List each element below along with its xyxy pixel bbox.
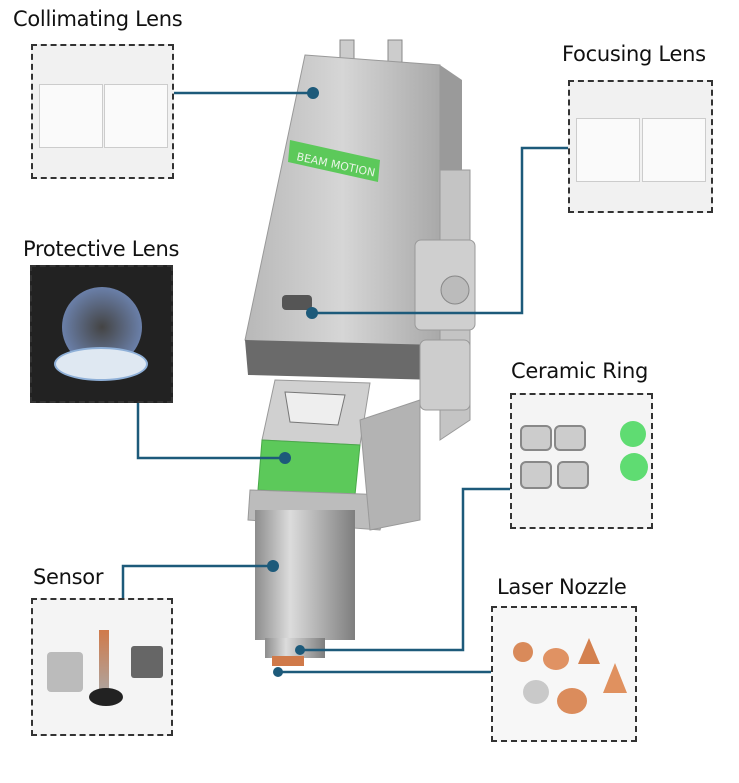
focusing-lens-label: Focusing Lens bbox=[562, 42, 706, 66]
connector-lines bbox=[121, 91, 568, 674]
ceramic-ring-image bbox=[510, 393, 653, 529]
brand-strip bbox=[288, 140, 380, 182]
collimating-lens-label: Collimating Lens bbox=[13, 7, 183, 31]
laser-nozzle-label: Laser Nozzle bbox=[497, 575, 627, 599]
protective-lens-label: Protective Lens bbox=[23, 237, 180, 261]
sensor-image bbox=[31, 598, 173, 736]
ceramic-ring-label: Ceramic Ring bbox=[511, 359, 649, 383]
nozzle-body bbox=[255, 510, 355, 640]
collimating-lens-image bbox=[31, 44, 174, 179]
sensor-label: Sensor bbox=[33, 565, 104, 589]
connector-dots bbox=[267, 87, 319, 677]
protective-lens-image bbox=[30, 265, 173, 403]
laser-nozzle-image bbox=[491, 606, 637, 742]
focusing-lens-image bbox=[568, 80, 713, 213]
main-housing bbox=[244, 54, 441, 346]
green-lock-plate bbox=[257, 439, 361, 496]
